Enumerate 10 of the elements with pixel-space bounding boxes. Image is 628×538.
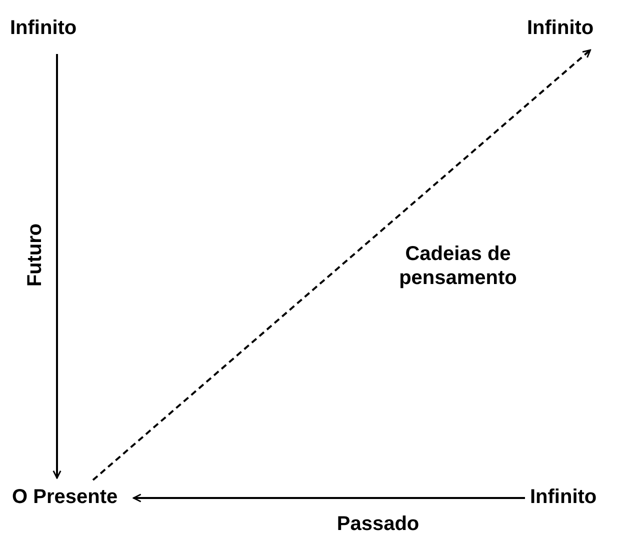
edge-label: Cadeias de pensamento: [398, 242, 518, 290]
edge-label: Passado: [336, 512, 420, 536]
node-label: Infinito: [527, 16, 594, 40]
arrow: [92, 49, 592, 481]
edge-label: Futuro: [23, 222, 47, 289]
node-label: Infinito: [10, 16, 77, 40]
node-label: Infinito: [530, 485, 597, 509]
node-label: O Presente: [12, 485, 118, 509]
arrow: [132, 494, 525, 502]
arrow: [52, 54, 62, 479]
